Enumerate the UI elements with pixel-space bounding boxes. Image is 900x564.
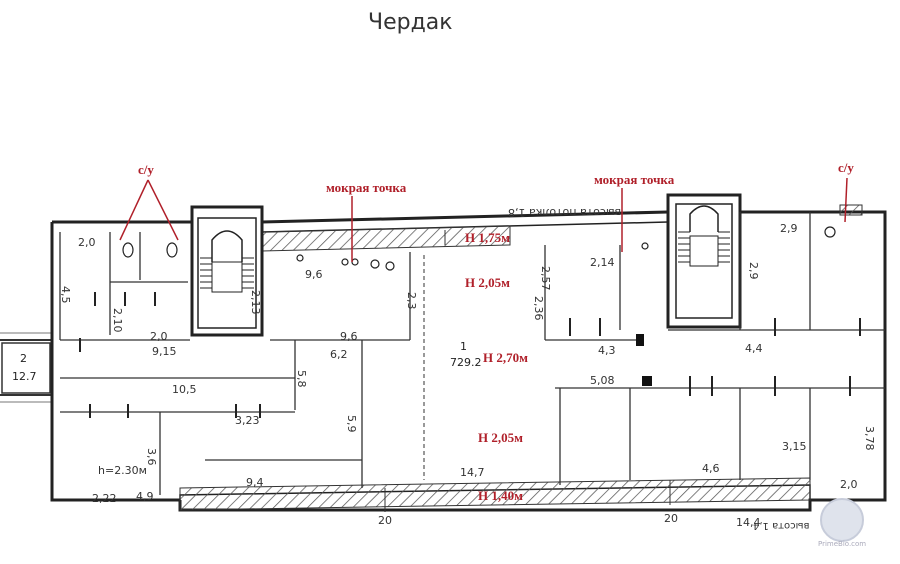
dim-label: 5,9 [345,415,358,433]
dim-label: 4,5 [59,286,72,304]
label-height-270: Н 2,70м [483,350,528,365]
dim-label: h=2.30м [98,464,147,477]
right-stair [666,193,742,329]
label-height-205-top: Н 2,05м [465,275,510,290]
left-stair [190,205,264,337]
dim-label: 4,4 [745,342,763,355]
dim-label: 9,15 [152,345,177,358]
label-height-205-bottom: Н 2,05м [478,430,523,445]
dim-label: 10,5 [172,383,197,396]
dim-label: 14,4 [736,516,761,529]
dim-label: 2,3 [405,292,418,310]
dim-label: 2,9 [780,222,798,235]
fixtures [122,226,836,271]
marker-2 [642,376,652,386]
label-height-175: Н 1,75м [465,230,510,245]
dim-label: 4,6 [702,462,720,475]
marker-1 [636,334,644,346]
dim-label: 2,0 [150,330,168,343]
dim-label: 2,57 [539,266,552,291]
watermark-logo [820,498,864,542]
dim-label: 3,23 [235,414,260,427]
dim-label: 2,36 [532,296,545,321]
callout-lines [119,177,848,262]
dim-label: 20 [664,512,678,525]
dim-label: 9,4 [246,476,264,489]
dim-label: 9,6 [305,268,323,281]
label-bathroom-right: с/у [838,160,854,175]
dim-label: 6,2 [330,348,348,361]
dim-label: 2,14 [590,256,615,269]
dim-label: 3,78 [863,426,876,451]
dim-label: 2,0 [78,236,96,249]
room-1-area: 729.2 [450,356,482,369]
interior-walls [59,212,885,495]
label-wet-point-right: мокрая точка [594,172,675,187]
room-2-number: 2 [20,352,27,365]
dim-label: 2,22 [92,492,117,505]
label-bathroom-left: с/у [138,162,154,177]
plan-title: Чердак [368,10,453,35]
hatch-right [839,204,863,216]
label-wet-point-left: мокрая точка [326,180,407,195]
watermark-text: PrimeBio.com [818,540,867,548]
dim-label: 9,6 [340,330,358,343]
dim-label: 4,3 [598,344,616,357]
room-2-outline [0,332,52,403]
dim-label: высота 1,4 [753,520,810,531]
dim-label: 5,08 [590,374,615,387]
dim-label: 3,6 [145,448,158,466]
dim-label: 2,9 [747,262,760,280]
dim-label: 14,7 [460,466,485,479]
dimension-lines [384,230,671,512]
room-1-number: 1 [460,340,467,353]
dim-label: 4,9 [136,490,154,503]
dim-label: высота потолка 1,8 [508,206,622,219]
label-height-140: Н 1,40м [478,488,523,503]
dim-label: 2,0 [840,478,858,491]
door-marks [79,292,861,418]
dim-label: 2,10 [111,308,124,333]
room-2-area: 12.7 [12,370,37,383]
hatch-bottom [179,477,811,511]
dim-label: 3,15 [782,440,807,453]
dim-label: 2,13 [249,290,262,315]
dim-label: 20 [378,514,392,527]
dim-label: 5,8 [295,370,308,388]
